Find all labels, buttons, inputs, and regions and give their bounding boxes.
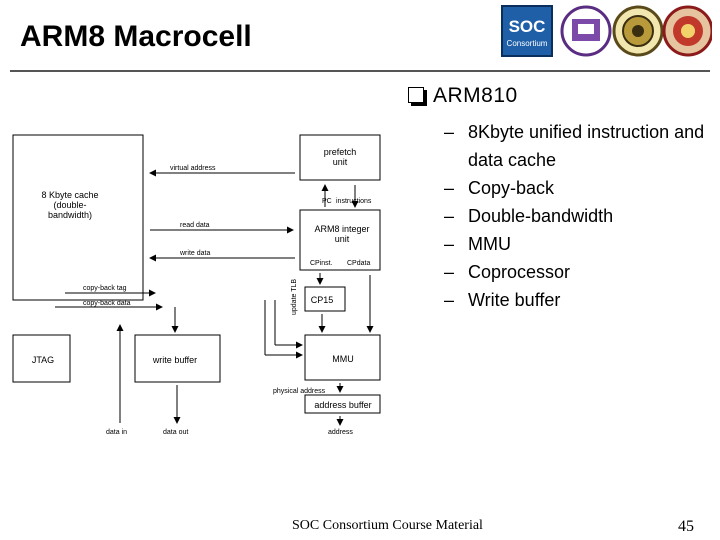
signal-copy-back-data: copy-back data xyxy=(55,300,163,311)
svg-text:copy-back tag: copy-back tag xyxy=(83,285,127,292)
soc-logo-text: SOC xyxy=(509,17,546,36)
svg-text:write buffer: write buffer xyxy=(152,355,197,365)
signal-read-data: read data xyxy=(150,222,294,234)
svg-text:update TLB: update TLB xyxy=(291,279,298,315)
signal-copy-back-tag: copy-back tag xyxy=(65,285,156,297)
university-seal-2-icon xyxy=(612,5,664,57)
block-mmu: MMU xyxy=(304,334,381,381)
signal-data-in: data in xyxy=(106,324,127,436)
title-divider xyxy=(10,70,710,72)
soc-logo-subtext: Consortium xyxy=(507,39,548,48)
section-heading: ARM810 xyxy=(408,84,518,108)
svg-text:unit: unit xyxy=(335,234,350,244)
svg-text:JTAG: JTAG xyxy=(32,355,54,365)
svg-text:(double-: (double- xyxy=(53,200,86,210)
svg-text:bandwidth): bandwidth) xyxy=(48,210,92,220)
svg-text:write data: write data xyxy=(179,250,210,257)
arm8-block-diagram: 8 Kbyte cache (double- bandwidth) prefet… xyxy=(10,125,400,440)
svg-text:ARM8 integer: ARM8 integer xyxy=(314,224,369,234)
svg-text:virtual address: virtual address xyxy=(170,165,216,172)
bullet-item: Double-bandwidth xyxy=(444,202,720,230)
block-cache: 8 Kbyte cache (double- bandwidth) xyxy=(12,134,144,301)
svg-text:CP15: CP15 xyxy=(311,295,334,305)
svg-text:MMU: MMU xyxy=(332,354,354,364)
page-number: 45 xyxy=(678,518,694,535)
svg-text:prefetch: prefetch xyxy=(324,147,357,157)
svg-text:instructions: instructions xyxy=(336,198,372,205)
block-arm8-integer-unit: ARM8 integer unit xyxy=(299,209,381,271)
bus-mmu-to-cache xyxy=(264,275,374,359)
bullet-item: Write buffer xyxy=(444,286,720,314)
signal-physical-address: physical address xyxy=(273,383,344,395)
svg-text:address buffer: address buffer xyxy=(314,400,371,410)
svg-text:data in: data in xyxy=(106,429,127,436)
svg-text:8 Kbyte cache: 8 Kbyte cache xyxy=(41,190,98,200)
bullet-item: Coprocessor xyxy=(444,258,720,286)
svg-text:address: address xyxy=(328,429,353,436)
bullet-item: Copy-back xyxy=(444,174,720,202)
svg-text:PC: PC xyxy=(322,198,332,205)
block-address-buffer: address buffer xyxy=(304,394,381,414)
bullet-list: 8Kbyte unified instruction and data cach… xyxy=(444,118,720,314)
signal-address: address xyxy=(328,416,353,436)
signal-write-data: write data xyxy=(149,250,295,262)
signal-virtual-address: virtual address xyxy=(149,165,295,177)
logo-strip: SOC Consortium xyxy=(500,4,714,58)
signal-pc-instructions: PC instructions xyxy=(321,184,372,208)
signal-data-out: data out xyxy=(163,385,188,436)
signal-update-tlb: update TLB xyxy=(291,279,326,333)
svg-text:CPinst.: CPinst. xyxy=(310,260,333,267)
square-bullet-icon xyxy=(408,87,424,103)
university-seal-1-icon xyxy=(560,5,612,57)
block-jtag: JTAG xyxy=(12,334,71,383)
svg-text:unit: unit xyxy=(333,157,348,167)
bullet-item: 8Kbyte unified instruction and data cach… xyxy=(444,118,720,174)
block-cp15: CP15 xyxy=(304,286,346,312)
svg-text:physical address: physical address xyxy=(273,388,326,395)
svg-text:data out: data out xyxy=(163,429,188,436)
signal-cpinst-cpdata: CPinst. CPdata xyxy=(310,260,370,285)
svg-text:copy-back data: copy-back data xyxy=(83,300,131,307)
university-seal-3-icon xyxy=(662,5,714,57)
heading-text: ARM810 xyxy=(433,84,518,107)
bullet-item: MMU xyxy=(444,230,720,258)
slide-title: ARM8 Macrocell xyxy=(20,20,252,53)
block-prefetch-unit: prefetch unit xyxy=(299,134,381,181)
svg-text:read data: read data xyxy=(180,222,210,229)
soc-consortium-logo: SOC Consortium xyxy=(501,5,553,57)
block-write-buffer: write buffer xyxy=(134,334,221,383)
svg-text:CPdata: CPdata xyxy=(347,260,370,267)
footer-text: SOC Consortium Course Material xyxy=(292,518,483,533)
